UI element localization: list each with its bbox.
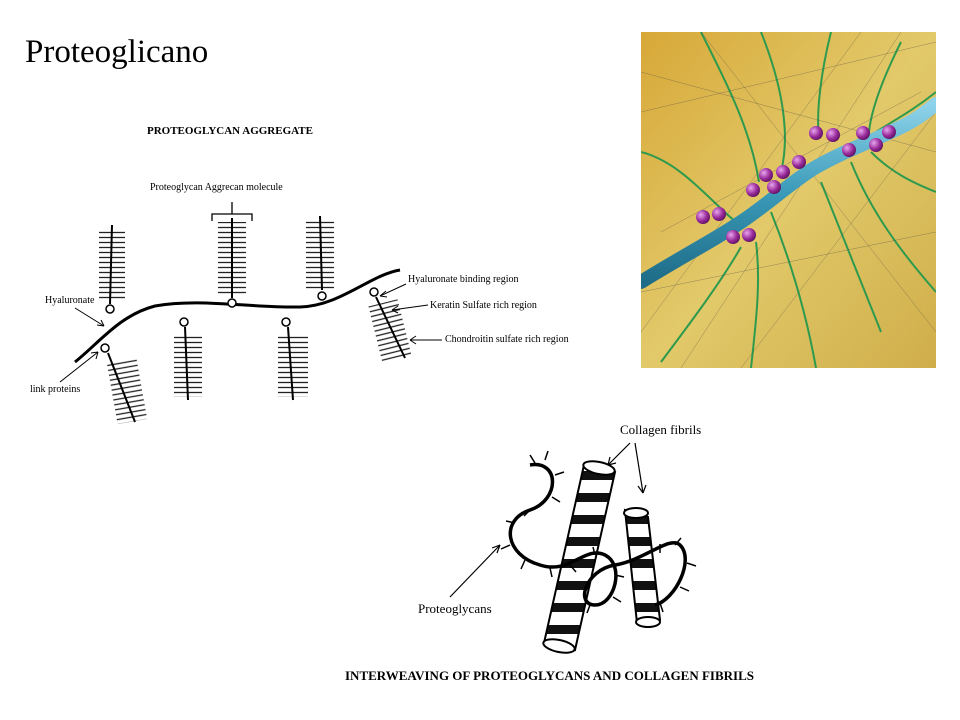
proteoglycan-illustration	[641, 32, 936, 368]
aggrecan-molecule	[306, 215, 334, 301]
proteoglycans-label: Proteoglycans	[418, 601, 492, 616]
aggrecan-bracket	[211, 202, 253, 221]
hyaluronate-binding-label: Hyaluronate binding region	[408, 274, 519, 285]
proteoglycans-arrow	[449, 544, 501, 598]
aggregate-heading: PROTEOGLYCAN AGGREGATE	[147, 125, 313, 137]
keratin-arrow	[391, 304, 429, 311]
aggrecan-molecule	[278, 317, 308, 401]
interweaving-diagram: Collagen fibrils Proteoglycans INTERWEAV…	[345, 422, 754, 683]
link-protein-beads	[696, 125, 896, 244]
collagen-fibril	[623, 507, 662, 628]
link-proteins-label: link proteins	[30, 384, 80, 395]
aggrecan-molecule	[218, 218, 246, 308]
interweaving-caption: INTERWEAVING OF PROTEOGLYCANS AND COLLAG…	[345, 668, 754, 683]
hyaluronate-strand	[641, 97, 936, 289]
link-proteins-arrow	[59, 351, 99, 383]
hyaluronate-arrow	[74, 307, 105, 327]
aggrecan-molecule	[368, 287, 412, 363]
aggrecan-molecule	[174, 317, 202, 401]
fine-fibers	[641, 32, 936, 368]
aggrecan-molecule	[99, 224, 125, 314]
hyaluronate-label: Hyaluronate	[45, 295, 95, 306]
proteoglycan-coil	[500, 450, 697, 614]
chondroitin-label: Chondroitin sulfate rich region	[445, 334, 569, 345]
collagen-fibrils-label: Collagen fibrils	[620, 422, 701, 437]
collagen-arrow-left	[607, 442, 631, 466]
illustration-background	[641, 32, 936, 368]
hyaluronate-backbone	[74, 268, 401, 364]
collagen-arrow-right	[634, 442, 644, 494]
aggrecan-label: Proteoglycan Aggrecan molecule	[150, 182, 283, 193]
keratin-label: Keratin Sulfate rich region	[430, 300, 537, 311]
binding-arrow	[379, 283, 407, 297]
proteoglycan-aggregate-diagram: PROTEOGLYCAN AGGREGATE Proteoglycan Aggr…	[30, 125, 569, 425]
aggrecan-molecule	[100, 343, 148, 425]
slide-title: Proteoglicano	[25, 34, 209, 70]
